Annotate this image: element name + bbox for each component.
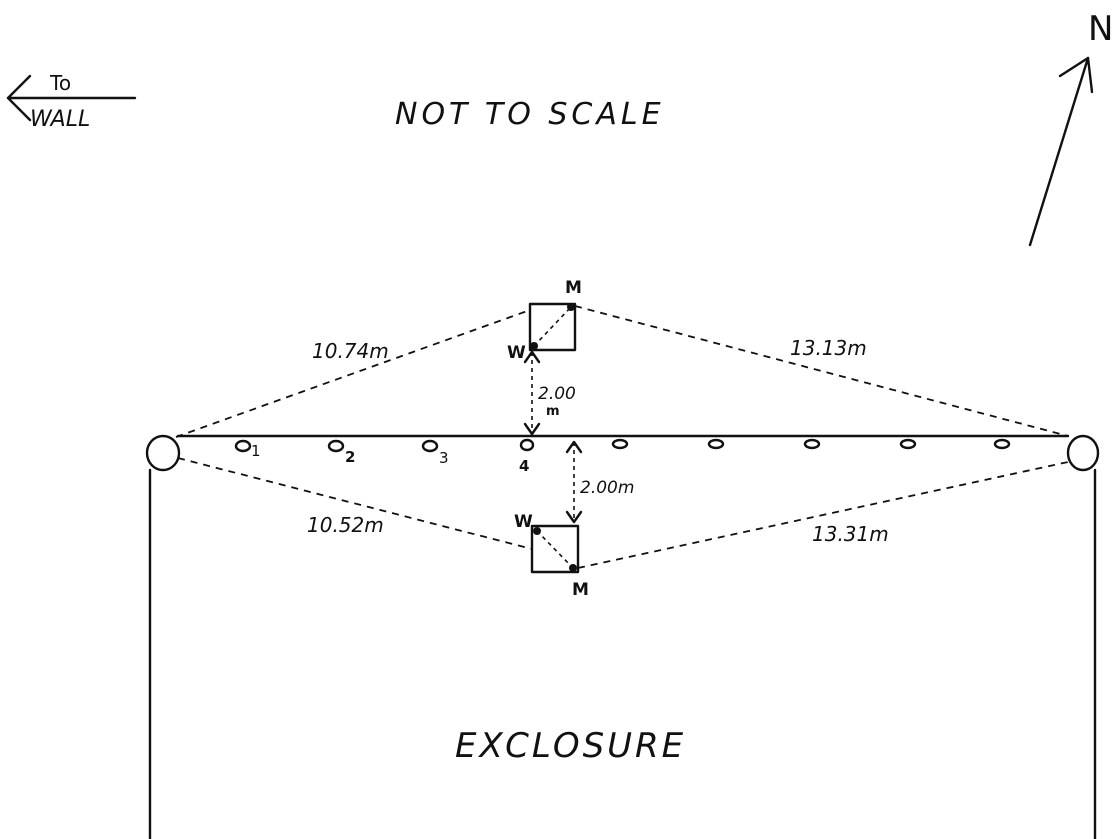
station-markers: 1 2 3 4	[234, 438, 1011, 475]
upper-quadrat-diagonal	[533, 306, 572, 347]
upper-right-measure-line	[574, 305, 1069, 437]
upper-quadrat-frame	[528, 302, 577, 352]
lower-quadrat-diagonal	[536, 530, 574, 569]
upper-right-distance: 13.13m	[790, 336, 867, 360]
lower-left-distance: 10.52m	[307, 513, 384, 537]
upper-offset-unit: m	[546, 404, 560, 419]
station-marker	[327, 439, 345, 453]
upper-offset-arrow-down	[523, 422, 541, 436]
east-end-post	[1066, 434, 1100, 472]
north-arrow: N	[1028, 9, 1113, 247]
north-label: N	[1088, 9, 1113, 49]
not-to-scale-label: NOT TO SCALE	[395, 97, 665, 132]
lower-offset-arrow-up	[565, 440, 583, 454]
upper-left-measure-line	[175, 309, 531, 438]
station-number: 3	[439, 449, 449, 467]
station-marker	[707, 438, 725, 450]
lower-m-label: M	[572, 580, 589, 600]
station-number: 1	[251, 442, 261, 460]
lower-offset-arrow-down	[565, 510, 583, 524]
station-marker	[421, 439, 439, 453]
wall-label: WALL	[30, 107, 90, 132]
station-marker	[611, 438, 629, 450]
north-arrow-head	[1058, 56, 1094, 94]
lower-w-label: W	[514, 512, 533, 532]
station-marker	[234, 439, 252, 453]
station-number: 4	[519, 457, 529, 475]
upper-left-distance: 10.74m	[312, 339, 389, 363]
lower-quadrat: W M 10.52m 13.31m 2.00m	[177, 440, 1069, 600]
station-marker	[993, 438, 1011, 450]
upper-quadrat: M W 10.74m 13.13m 2.00 m	[175, 278, 1069, 438]
station-number: 2	[345, 448, 355, 466]
upper-w-label: W	[507, 343, 526, 363]
station-marker	[519, 438, 535, 452]
exclosure-label: EXCLOSURE	[455, 726, 686, 766]
upper-m-label: M	[565, 278, 582, 298]
lower-offset-value: 2.00m	[580, 478, 634, 498]
lower-right-distance: 13.31m	[812, 522, 889, 546]
to-wall-arrow-head	[6, 74, 32, 122]
upper-offset-value: 2.00	[538, 384, 576, 404]
upper-offset-arrow-up	[523, 350, 541, 364]
lower-left-measure-line	[177, 457, 533, 550]
station-marker	[899, 438, 917, 450]
station-marker	[803, 438, 821, 450]
to-label: To	[49, 71, 71, 95]
to-wall-arrow: To WALL	[6, 71, 137, 132]
west-end-post	[145, 434, 181, 472]
north-arrow-shaft	[1028, 56, 1090, 247]
lower-right-measure-line	[577, 461, 1069, 569]
